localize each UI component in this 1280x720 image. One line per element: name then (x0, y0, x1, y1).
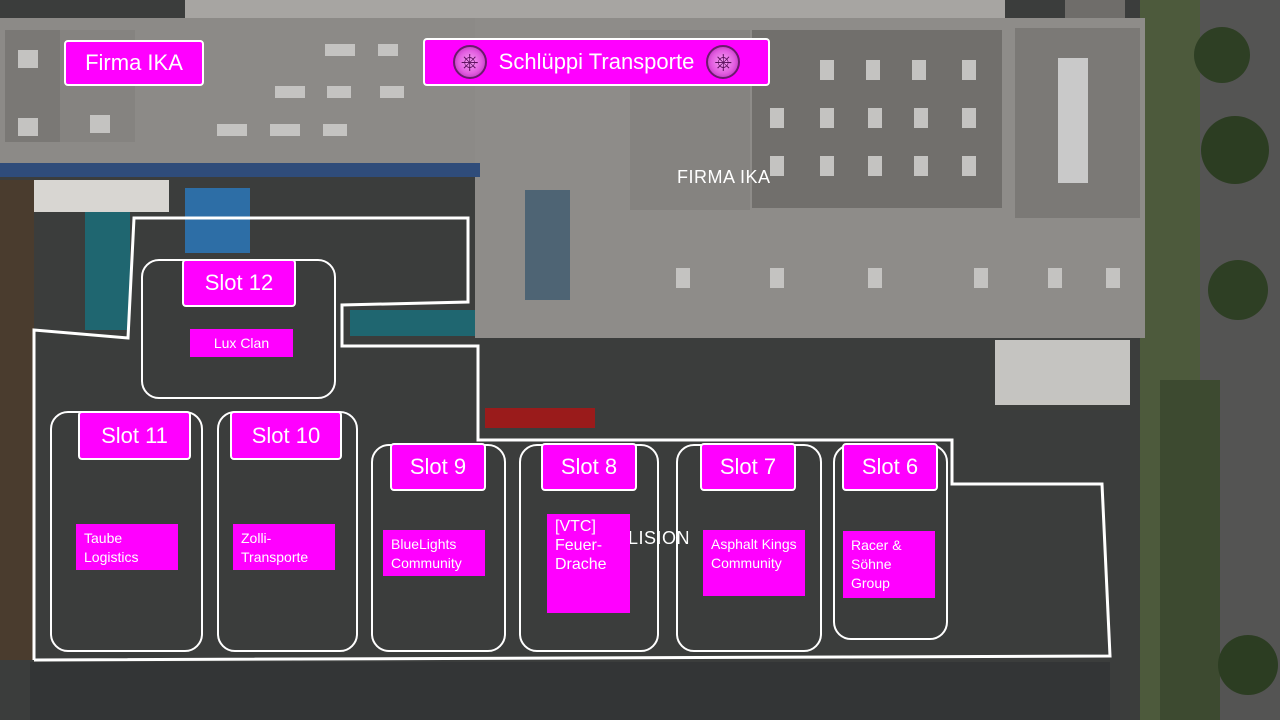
ground-text: LISION (628, 528, 691, 548)
slot-10-company: Zolli-Transporte (233, 524, 335, 570)
slot-11-company: Taube Logistics (76, 524, 178, 570)
company-tag: Firma IKA (64, 40, 204, 86)
steering-wheel-emblem-icon: ⎈ (706, 45, 741, 79)
host-title: ⎈ Schlüppi Transporte ⎈ (423, 38, 770, 86)
slot-9-company: BlueLights Community (383, 530, 485, 576)
building-label: FIRMA IKA (677, 167, 771, 187)
steering-wheel-emblem-icon: ⎈ (452, 45, 487, 79)
slot-6-label: Slot 6 (842, 443, 938, 491)
slot-6-company: Racer & Söhne Group (843, 531, 935, 598)
slot-7-label: Slot 7 (700, 443, 796, 491)
slot-12-label: Slot 12 (182, 259, 296, 307)
host-title-text: Schlüppi Transporte (498, 49, 695, 74)
slot-11-label: Slot 11 (78, 411, 191, 460)
slot-9-label: Slot 9 (390, 443, 486, 491)
slot-12-company: Lux Clan (190, 329, 293, 357)
slot-8-label: Slot 8 (541, 443, 637, 491)
slot-7-company: Asphalt Kings Community (703, 530, 805, 596)
company-tag-text: Firma IKA (85, 50, 183, 75)
slot-10-label: Slot 10 (230, 411, 342, 460)
slot-8-company: [VTC] Feuer-Drache (547, 514, 630, 613)
